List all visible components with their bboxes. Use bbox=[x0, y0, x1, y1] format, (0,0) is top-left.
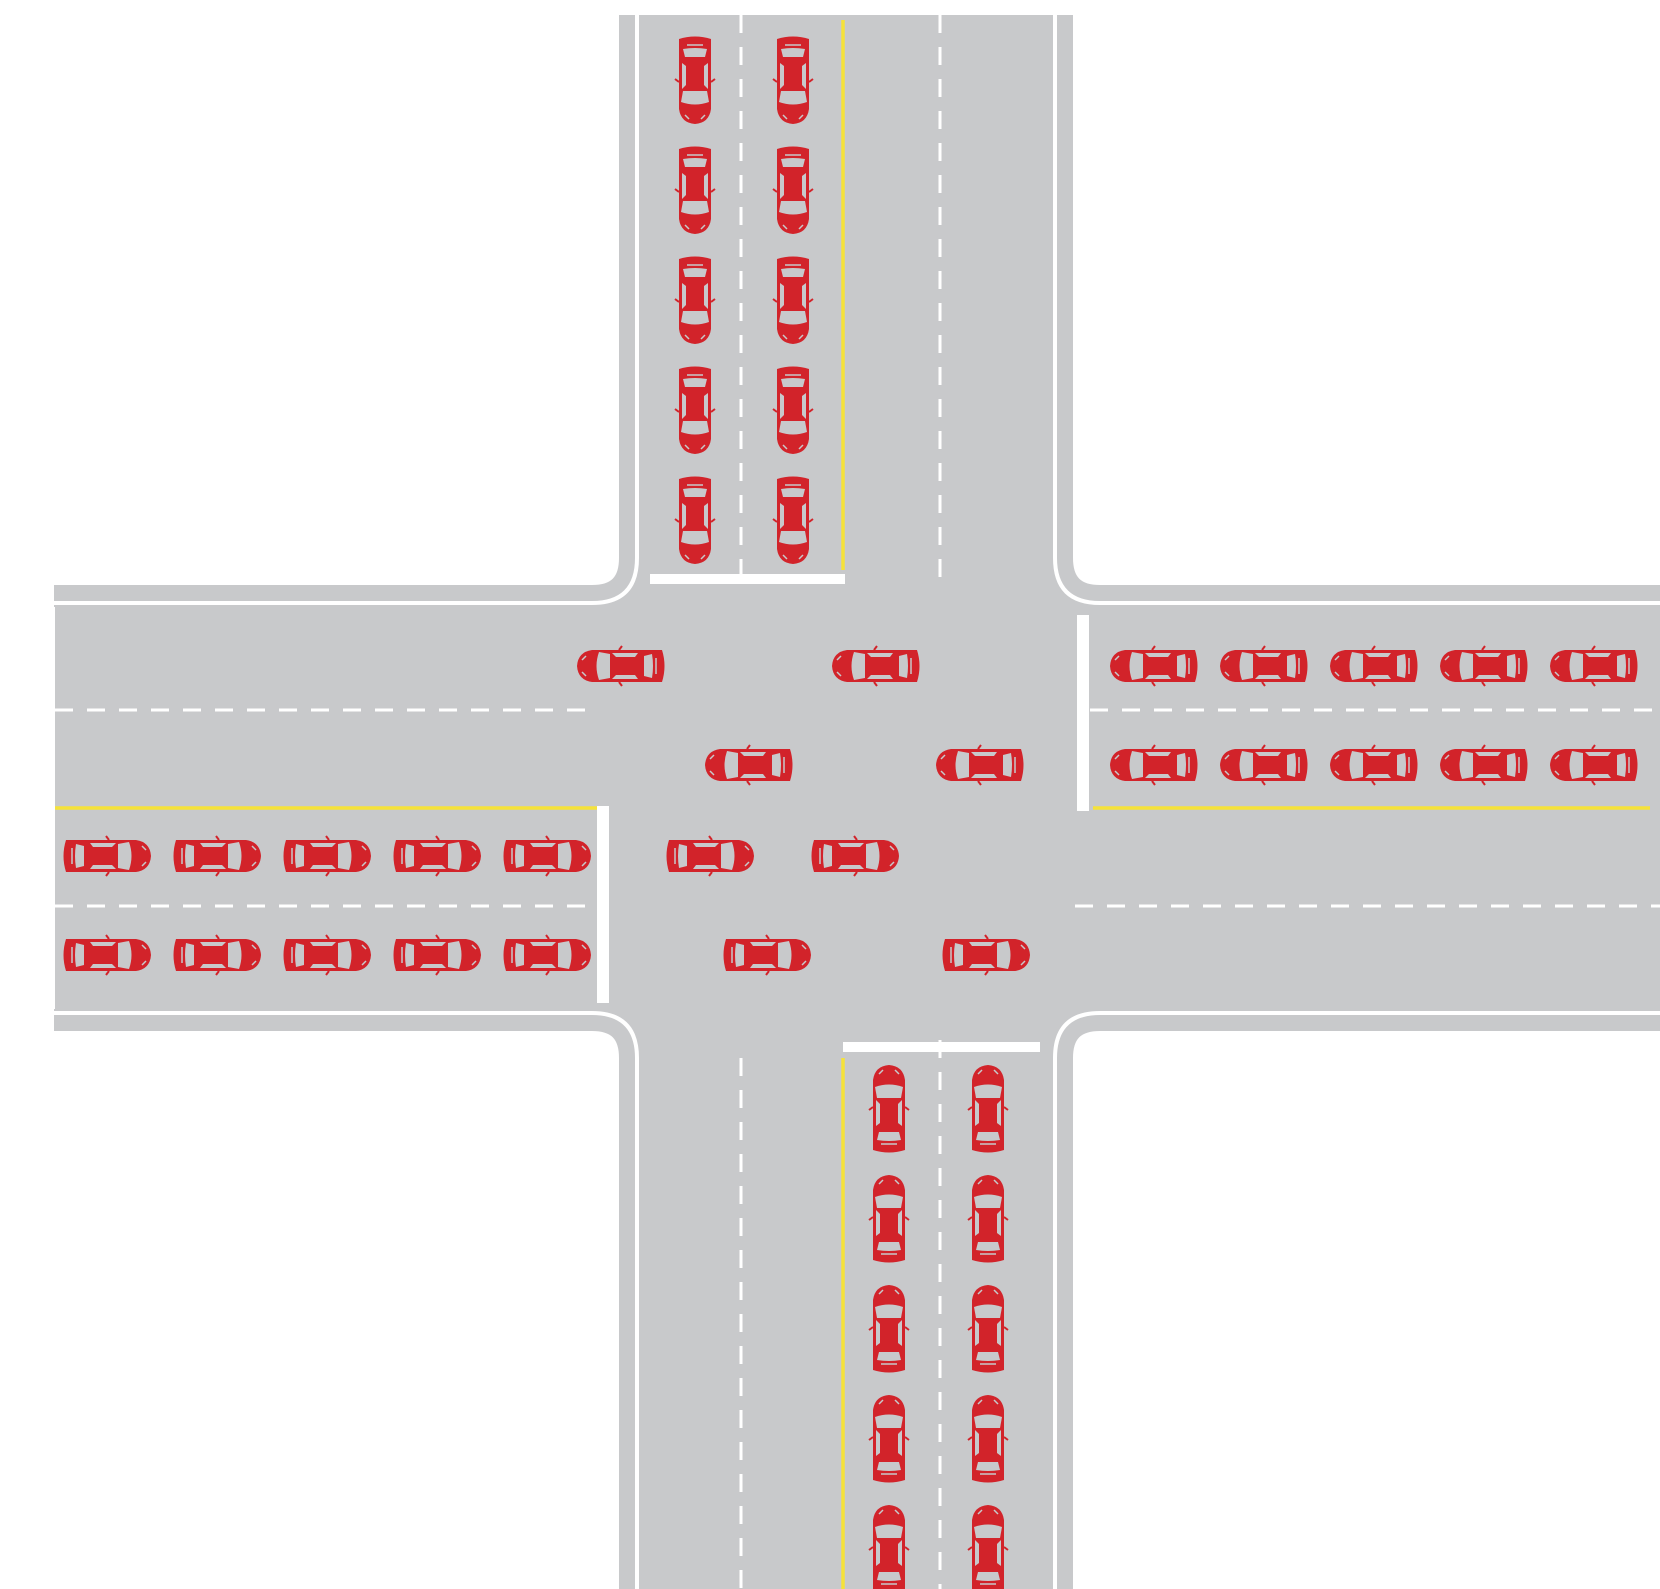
car-north-lane1-5 bbox=[675, 477, 715, 565]
car-north-lane1-3 bbox=[675, 257, 715, 345]
stop-bar-south bbox=[843, 1042, 1040, 1052]
car-south-lane1-4 bbox=[869, 1395, 909, 1483]
car-east-lane2-3 bbox=[1330, 745, 1418, 785]
car-east-lane2-2 bbox=[1220, 745, 1308, 785]
car-intersection-1 bbox=[577, 646, 665, 686]
car-south-lane2-5 bbox=[968, 1505, 1008, 1589]
car-north-lane2-2 bbox=[773, 147, 813, 235]
car-south-lane1-3 bbox=[869, 1285, 909, 1373]
stop-bar-east bbox=[1077, 615, 1089, 811]
car-east-lane2-1 bbox=[1110, 745, 1198, 785]
car-west-lane2-2 bbox=[174, 935, 262, 975]
car-intersection-2 bbox=[832, 646, 920, 686]
car-north-lane1-4 bbox=[675, 367, 715, 455]
car-east-lane2-4 bbox=[1440, 745, 1528, 785]
car-south-lane2-4 bbox=[968, 1395, 1008, 1483]
car-east-lane1-5 bbox=[1550, 646, 1638, 686]
car-west-lane1-4 bbox=[394, 836, 482, 876]
car-east-lane1-4 bbox=[1440, 646, 1528, 686]
car-intersection-5 bbox=[667, 836, 755, 876]
car-west-lane2-3 bbox=[284, 935, 372, 975]
car-south-lane1-2 bbox=[869, 1175, 909, 1263]
car-north-lane2-5 bbox=[773, 477, 813, 565]
car-intersection-3 bbox=[705, 745, 793, 785]
car-intersection-4 bbox=[936, 745, 1024, 785]
car-south-lane2-1 bbox=[968, 1065, 1008, 1153]
road-surface bbox=[55, 15, 1660, 1589]
car-south-lane1-5 bbox=[869, 1505, 909, 1589]
car-intersection-8 bbox=[943, 935, 1031, 975]
car-west-lane1-5 bbox=[504, 836, 592, 876]
car-south-lane2-2 bbox=[968, 1175, 1008, 1263]
car-east-lane1-2 bbox=[1220, 646, 1308, 686]
car-west-lane1-1 bbox=[64, 836, 152, 876]
car-west-lane2-5 bbox=[504, 935, 592, 975]
car-north-lane2-3 bbox=[773, 257, 813, 345]
car-east-lane2-5 bbox=[1550, 745, 1638, 785]
car-west-lane2-4 bbox=[394, 935, 482, 975]
car-south-lane1-1 bbox=[869, 1065, 909, 1153]
stop-bar-north bbox=[650, 574, 845, 584]
car-intersection-7 bbox=[724, 935, 812, 975]
car-west-lane1-2 bbox=[174, 836, 262, 876]
car-north-lane1-2 bbox=[675, 147, 715, 235]
car-north-lane1-1 bbox=[675, 37, 715, 125]
car-south-lane2-3 bbox=[968, 1285, 1008, 1373]
car-west-lane2-1 bbox=[64, 935, 152, 975]
car-north-lane2-1 bbox=[773, 37, 813, 125]
car-east-lane1-3 bbox=[1330, 646, 1418, 686]
car-intersection-6 bbox=[812, 836, 900, 876]
car-west-lane1-3 bbox=[284, 836, 372, 876]
stop-bar-west bbox=[597, 806, 609, 1003]
car-east-lane1-1 bbox=[1110, 646, 1198, 686]
car-north-lane2-4 bbox=[773, 367, 813, 455]
